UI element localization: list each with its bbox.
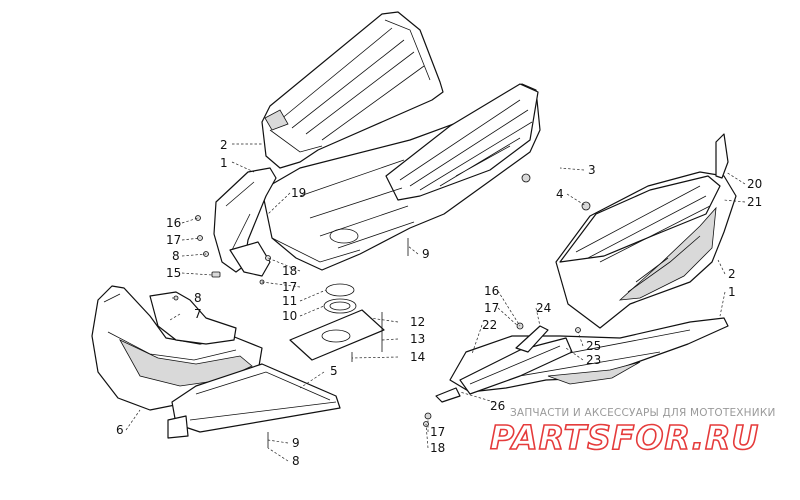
callout-2-upper-left-console: 2 xyxy=(220,138,228,152)
upper-pan-center xyxy=(261,83,541,271)
callout-7: 7 xyxy=(194,307,202,321)
callout-17-side: 17 xyxy=(282,280,297,294)
bracket-part-24 xyxy=(515,325,549,353)
upper-console-left xyxy=(261,11,444,169)
callout-25: 25 xyxy=(586,339,601,353)
callout-labels: 2 1 19 16 17 8 15 8 7 18 17 11 10 9 12 1… xyxy=(116,138,762,468)
watermark-brand: PARTSFOR.RU xyxy=(490,418,759,457)
callout-23: 23 xyxy=(586,353,601,367)
callout-12: 12 xyxy=(410,315,425,329)
callout-21: 21 xyxy=(747,195,762,209)
callout-9-lower: 9 xyxy=(292,436,300,450)
callout-14: 14 xyxy=(410,350,425,364)
upper-console-right xyxy=(555,171,737,329)
callout-8: 8 xyxy=(172,249,180,263)
callout-26: 26 xyxy=(490,399,505,413)
callout-1-right-pan: 1 xyxy=(728,285,736,299)
callout-16-right: 16 xyxy=(484,284,499,298)
callout-8-nose: 8 xyxy=(194,291,202,305)
callout-5: 5 xyxy=(330,364,338,378)
callout-17-bottom: 17 xyxy=(430,425,445,439)
callout-15: 15 xyxy=(166,266,181,280)
handle-part-20 xyxy=(715,133,729,179)
callout-2-right-console: 2 xyxy=(728,267,736,281)
ring-part-10 xyxy=(323,298,357,314)
callout-24: 24 xyxy=(536,301,551,315)
callout-1-side-panel: 1 xyxy=(220,156,228,170)
callout-16: 16 xyxy=(166,216,181,230)
watermark: ЗАПЧАСТИ И АКСЕССУАРЫ ДЛЯ МОТОТЕХНИКИ PA… xyxy=(489,407,776,458)
callout-17: 17 xyxy=(166,233,181,247)
callout-20: 20 xyxy=(747,177,762,191)
callout-17-right: 17 xyxy=(484,301,499,315)
callout-10: 10 xyxy=(282,309,297,323)
callout-3: 3 xyxy=(588,163,596,177)
callout-9-upper: 9 xyxy=(422,247,430,261)
callout-4: 4 xyxy=(556,187,564,201)
callout-13: 13 xyxy=(410,332,425,346)
callout-18-bottom: 18 xyxy=(430,441,445,455)
callout-8-lower: 8 xyxy=(292,454,300,468)
lower-belly-pan-part-5 xyxy=(167,309,385,439)
watermark-tagline: ЗАПЧАСТИ И АКСЕССУАРЫ ДЛЯ МОТОТЕХНИКИ xyxy=(510,407,776,419)
callout-19: 19 xyxy=(291,186,306,200)
callout-6: 6 xyxy=(116,423,124,437)
callout-22: 22 xyxy=(482,318,497,332)
small-bracket-part-26 xyxy=(435,387,461,403)
callout-11: 11 xyxy=(282,294,297,308)
callout-18: 18 xyxy=(282,264,297,278)
ring-part-11 xyxy=(325,283,355,297)
side-panel-left xyxy=(213,167,277,277)
leader-lines xyxy=(125,143,746,462)
